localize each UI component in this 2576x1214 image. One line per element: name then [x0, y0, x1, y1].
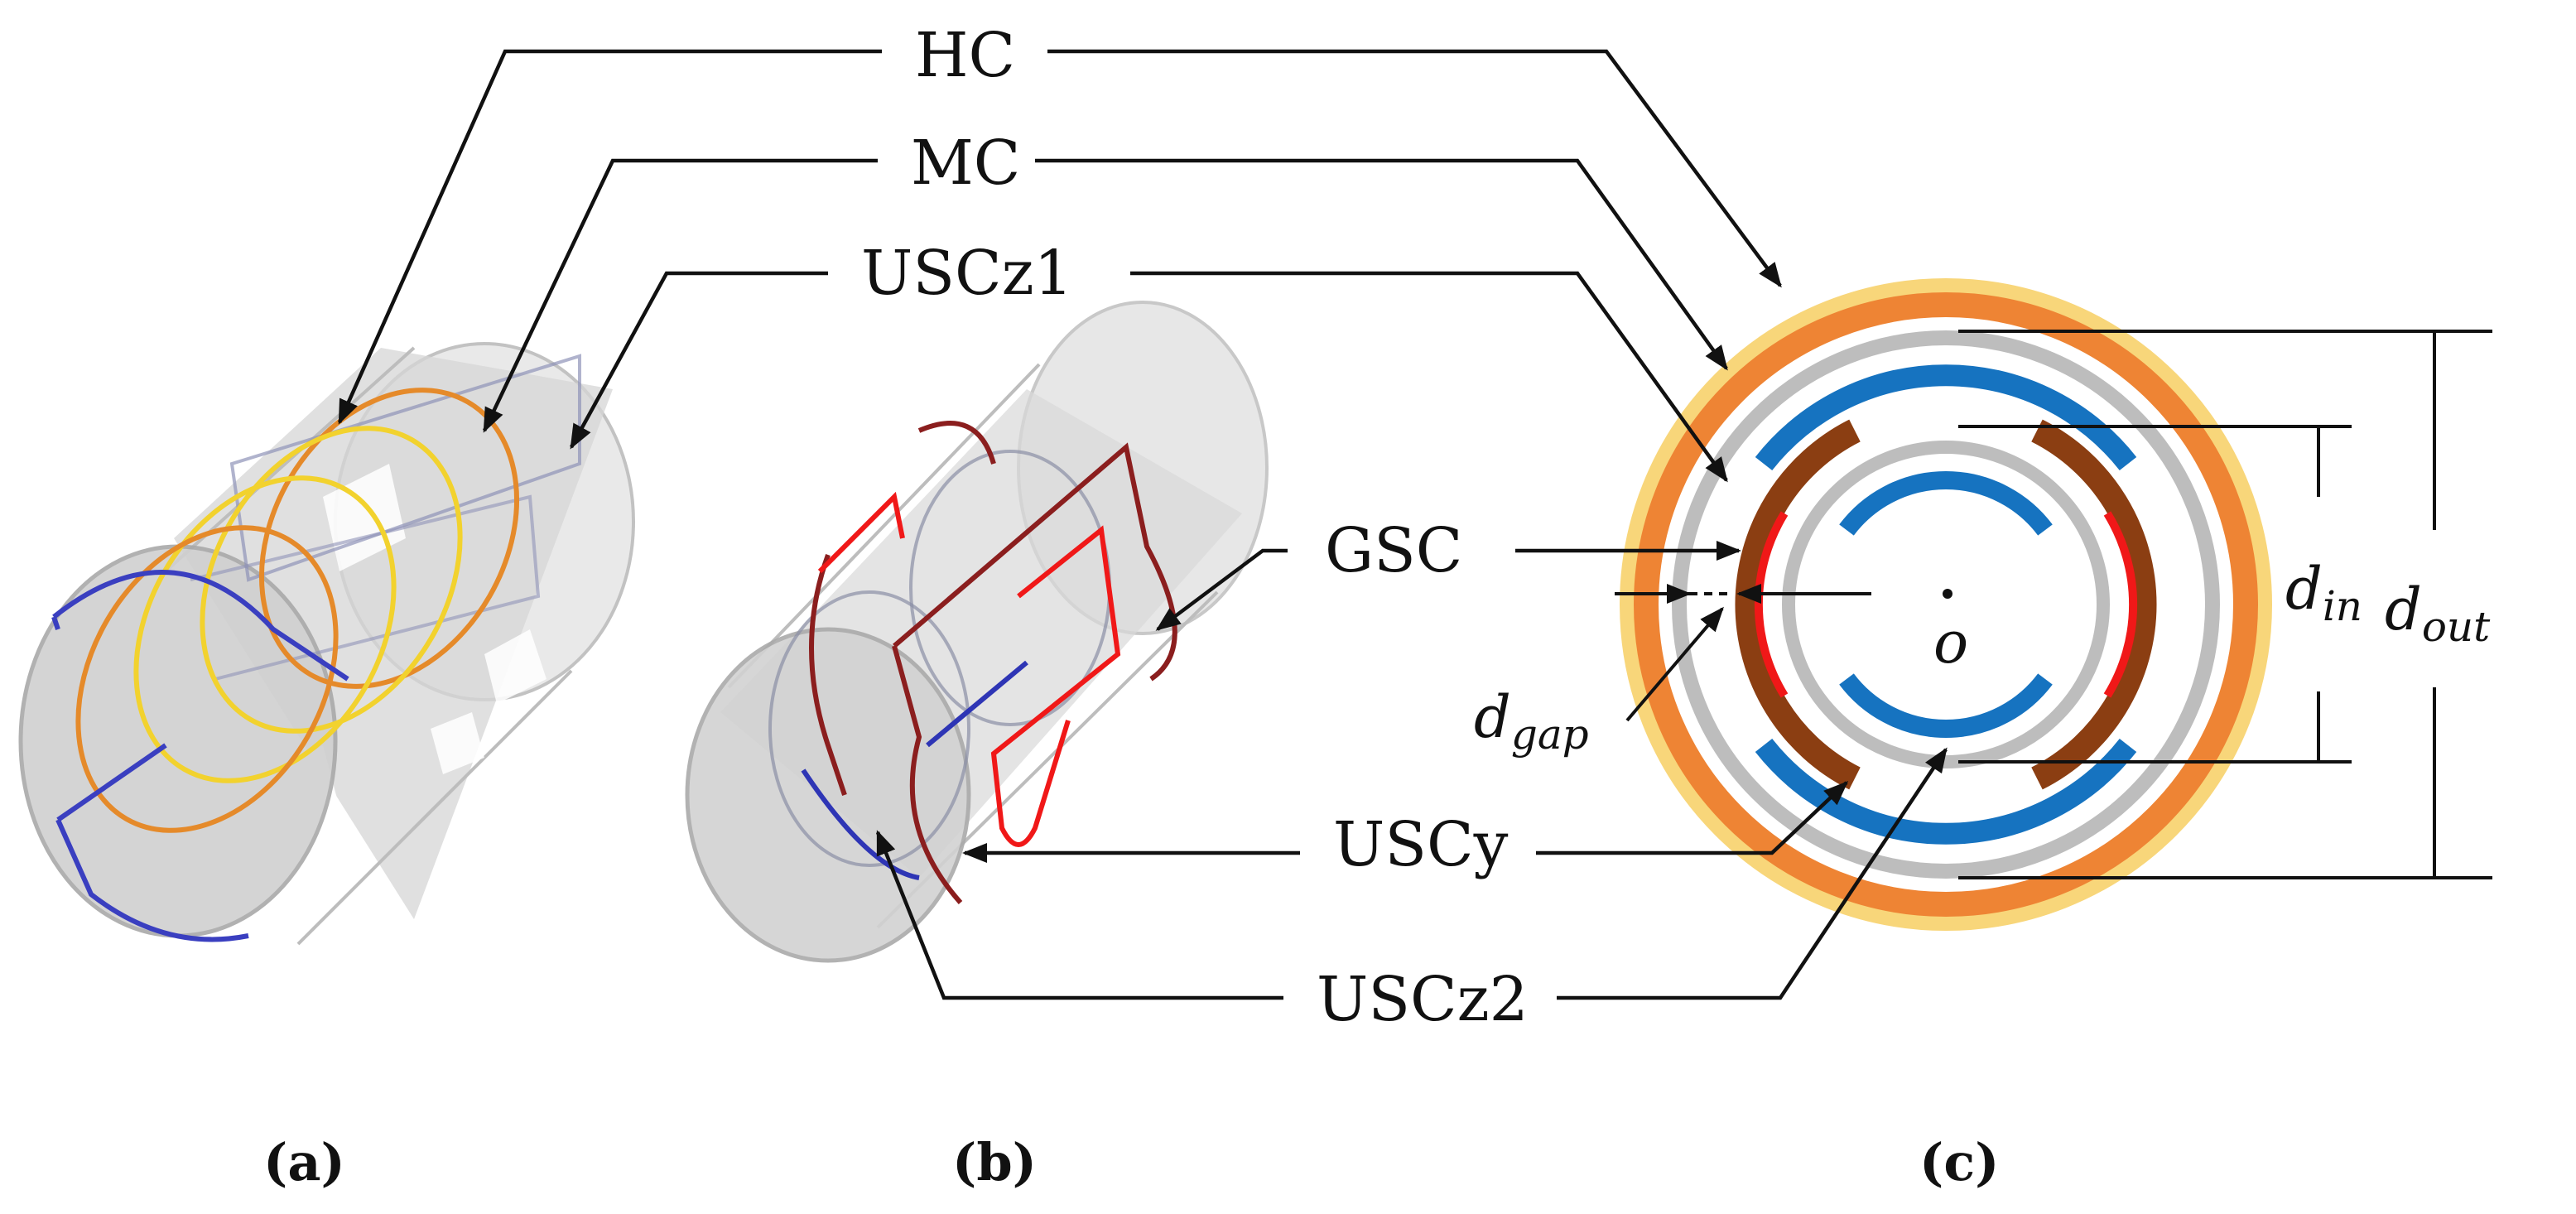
d-out-label: dout — [2385, 576, 2491, 651]
saddle-coil-b-darkred-2 — [809, 421, 996, 796]
cylinder-a-bottom-edge — [296, 669, 573, 946]
loop-a-orange-2 — [75, 525, 339, 833]
callouts: HC MC USCz1 GSC USCy USCz2 — [337, 20, 1948, 1035]
cylinder-b-front-cap — [685, 627, 971, 963]
ring-mc — [1672, 330, 2220, 879]
panel-c-cross-section: o — [1620, 278, 2272, 931]
d-gap-label: dgap — [1474, 683, 1589, 759]
ring-hc-outer — [1620, 278, 2272, 931]
label-mc: MC — [911, 128, 1020, 199]
origin-label: o — [1933, 609, 1968, 677]
panel-label-a: (a) — [263, 1132, 345, 1192]
d-in-label: din — [2285, 555, 2362, 630]
arc-usc-z1-top — [1755, 364, 2137, 471]
arc-usc-z1-bottom — [1755, 738, 2137, 845]
saddle-coil-b-red-1 — [990, 525, 1121, 847]
saddle-coil-a-gray-2 — [190, 494, 541, 681]
label-usc-y: USCy — [1333, 809, 1509, 880]
panel-b-coil-assembly — [685, 301, 1269, 963]
label-hc: HC — [915, 20, 1015, 91]
cylinder-b-top-edge — [727, 363, 1041, 689]
dimension-lines: dout din dgap — [1474, 330, 2492, 879]
arc-usc-y-right — [2031, 419, 2157, 790]
saddle-coil-b-red-2 — [817, 491, 905, 574]
loop-a-yellow-1 — [200, 426, 463, 734]
arc-gsc-left — [1754, 511, 1789, 698]
ring-hc — [1634, 292, 2258, 917]
label-usc-z1: USCz1 — [861, 238, 1073, 309]
panel-label-c: (c) — [1919, 1132, 1999, 1192]
window-a-4 — [431, 712, 484, 774]
ring-inner-gray — [1782, 441, 2110, 768]
saddle-coil-b-blue — [801, 660, 1028, 880]
arc-usc-z2-bottom — [1839, 673, 2053, 738]
saddle-coil-a-blue — [51, 570, 349, 942]
label-gsc: GSC — [1325, 515, 1462, 586]
window-a-2 — [484, 629, 546, 704]
ring-b-gray-2 — [768, 590, 970, 867]
saddle-coil-a-blue-2 — [56, 743, 167, 822]
saddle-coil-a-gray-1 — [229, 354, 581, 582]
arc-usc-y-left — [1735, 419, 1861, 790]
origin-point — [1943, 589, 1952, 599]
arc-usc-z2-top — [1839, 471, 2053, 536]
panel-a-coil-assembly — [18, 342, 635, 946]
panel-label-b: (b) — [952, 1132, 1037, 1192]
label-usc-z2: USCz2 — [1317, 964, 1529, 1035]
arc-gsc-right — [2103, 511, 2138, 698]
